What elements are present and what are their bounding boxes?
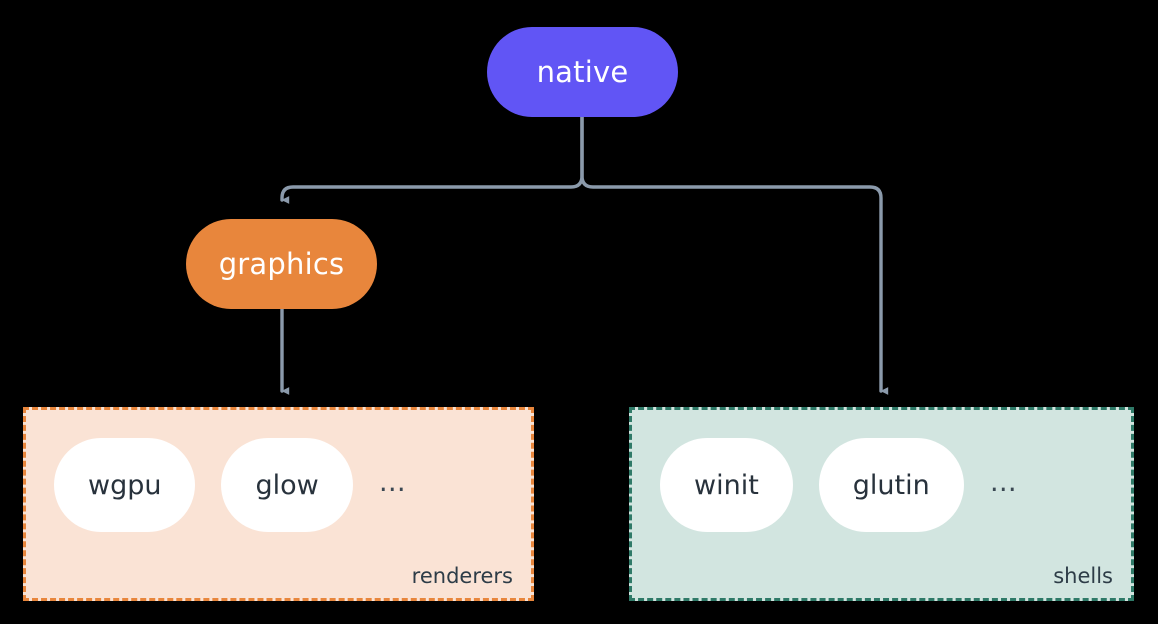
node-native-label: native xyxy=(536,54,629,89)
leaf-glow[interactable]: glow xyxy=(221,438,353,532)
group-shells: winit glutin … shells xyxy=(629,407,1134,601)
renderers-overflow-ellipsis: … xyxy=(378,466,407,498)
leaf-glow-label: glow xyxy=(255,469,319,501)
node-graphics[interactable]: graphics xyxy=(186,219,377,309)
leaf-glutin[interactable]: glutin xyxy=(818,438,964,532)
shells-overflow-ellipsis: … xyxy=(989,466,1018,498)
node-graphics-label: graphics xyxy=(218,246,345,281)
leaf-winit[interactable]: winit xyxy=(660,438,793,532)
group-shells-label: shells xyxy=(1053,564,1113,588)
leaf-wgpu[interactable]: wgpu xyxy=(54,438,196,532)
edge-native-to-shells xyxy=(580,115,889,395)
group-renderers: wgpu glow … renderers xyxy=(23,407,534,601)
leaf-winit-label: winit xyxy=(694,469,759,501)
edge-native-to-graphics xyxy=(280,115,584,204)
group-renderers-items: wgpu glow … xyxy=(54,438,407,532)
group-shells-items: winit glutin … xyxy=(660,438,1018,532)
leaf-wgpu-label: wgpu xyxy=(88,469,162,501)
group-renderers-label: renderers xyxy=(411,564,513,588)
node-native[interactable]: native xyxy=(487,27,678,117)
leaf-glutin-label: glutin xyxy=(852,469,930,501)
